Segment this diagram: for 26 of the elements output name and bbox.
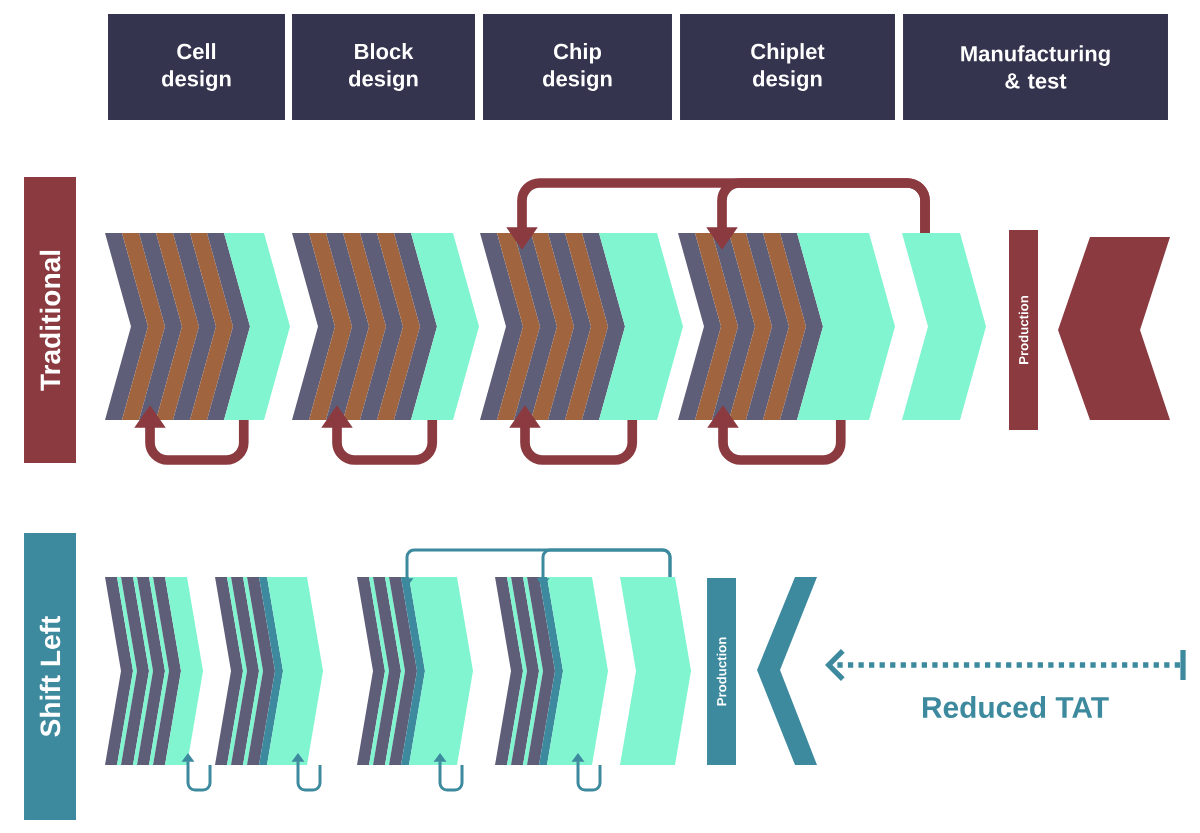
column-header: Cell design: [108, 14, 285, 120]
chevron-drawing: [495, 577, 608, 765]
feedback-arrow: [181, 753, 212, 792]
production-bar: Production: [1009, 230, 1038, 430]
column-header: Manufacturing & test: [903, 14, 1168, 120]
row-label-band: Shift Left: [24, 533, 76, 820]
chevron-drawing: [480, 233, 683, 420]
production-bar: Production: [707, 578, 736, 765]
chevron-drawing: [292, 233, 479, 420]
feedback-arrow: [291, 753, 322, 792]
feedback-arrow: [433, 753, 464, 792]
reversed-chevron: [1058, 237, 1170, 420]
reversed-chevron: [757, 577, 817, 765]
feedback-arrow: [571, 753, 602, 792]
chevron-drawing: [215, 577, 323, 765]
chevron-drawing: [678, 233, 895, 420]
chevron-drawing: [902, 233, 986, 420]
chevron-drawing: [105, 577, 203, 765]
column-header: Chiplet design: [680, 14, 895, 120]
chevron-drawing: [357, 577, 473, 765]
chevron-drawing: [620, 577, 691, 765]
column-header: Block design: [292, 14, 475, 120]
row-label-band: Traditional: [24, 177, 76, 463]
chevron-drawing: [105, 233, 290, 420]
column-header: Chip design: [483, 14, 672, 120]
label-text: Reduced TAT: [923, 696, 1109, 718]
